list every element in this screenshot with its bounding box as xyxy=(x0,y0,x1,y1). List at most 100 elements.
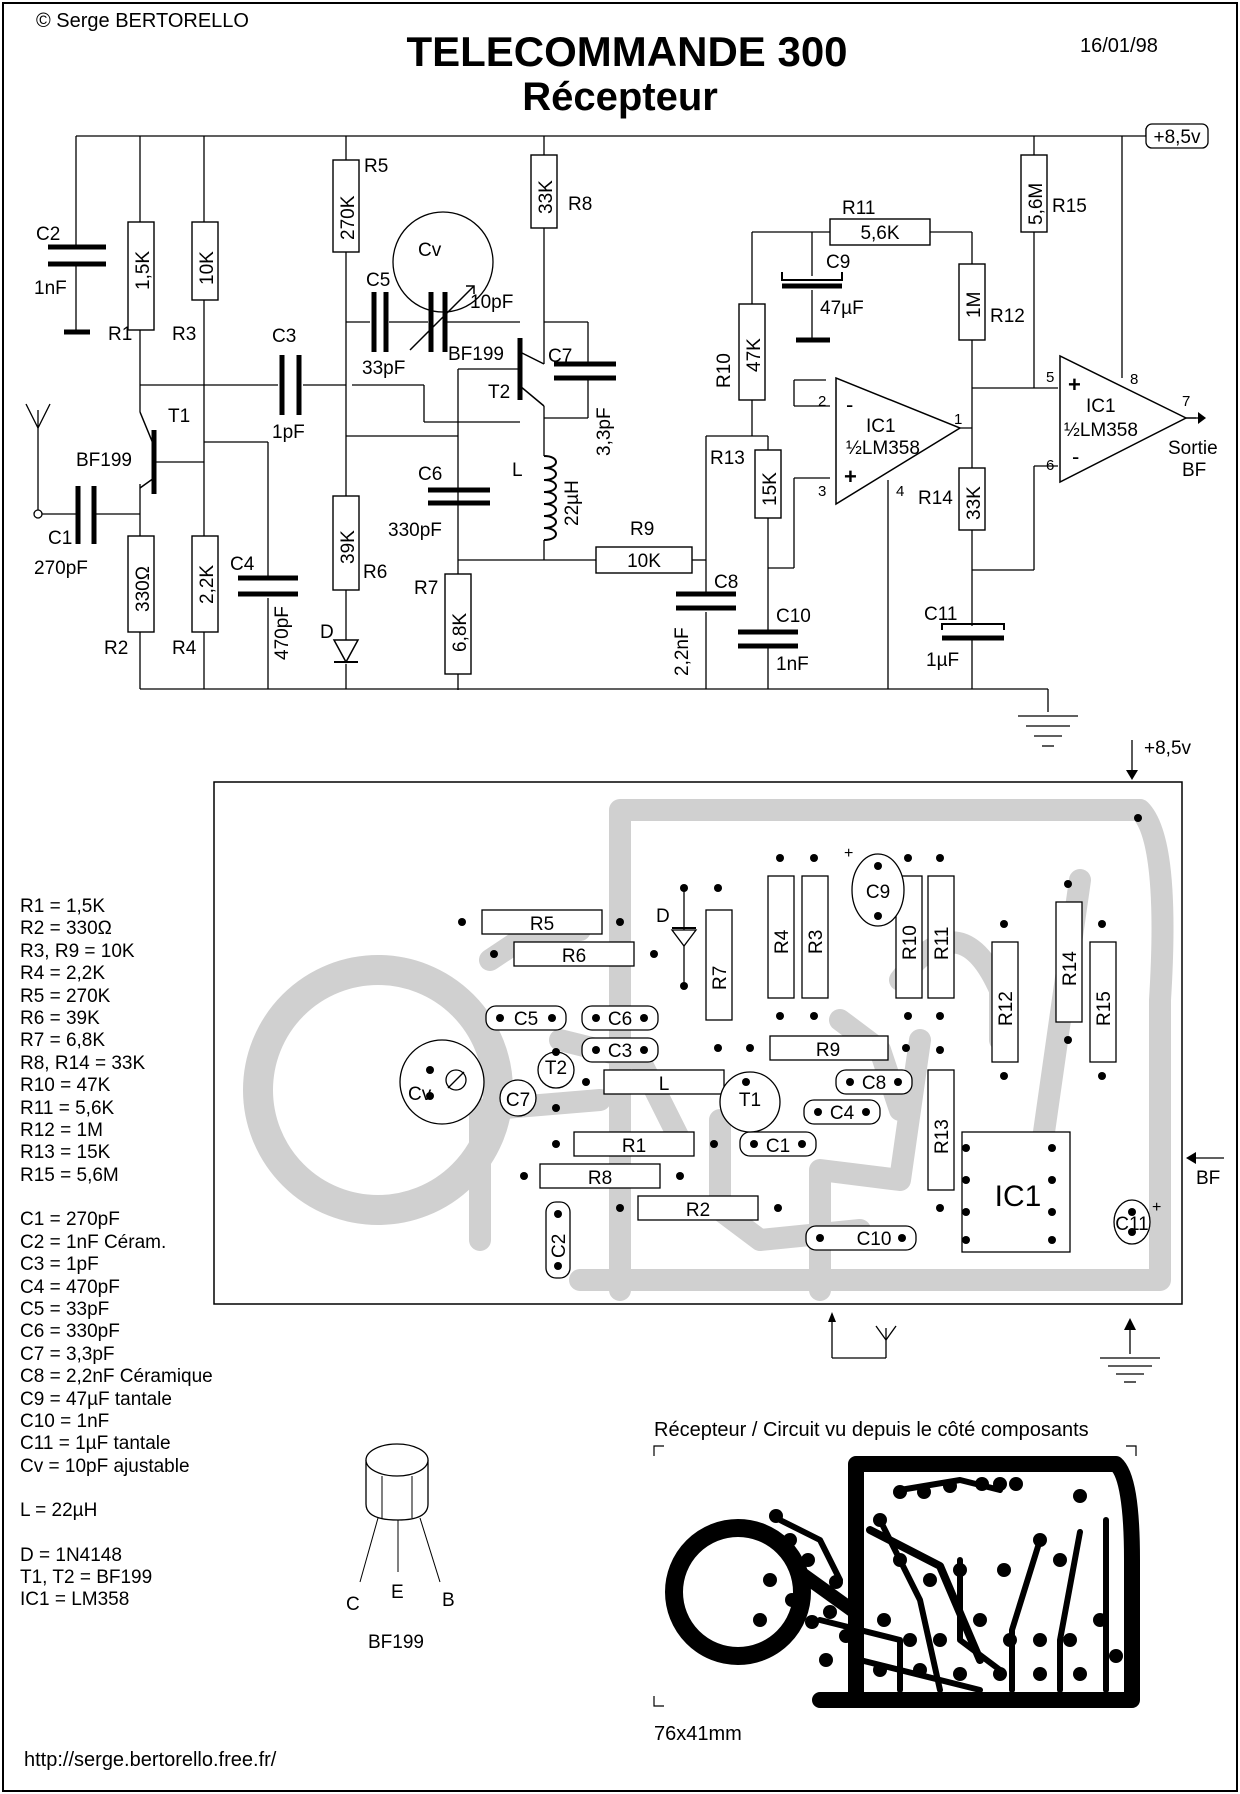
r13-value: 15K xyxy=(760,472,781,506)
parts-list-item: R4 = 2,2K xyxy=(20,963,106,985)
board-r13 xyxy=(927,1069,955,1191)
r8-ref: R8 xyxy=(568,194,592,215)
opamp-1 xyxy=(835,376,962,506)
r4-body xyxy=(191,535,219,633)
board-c9-label: C9 xyxy=(866,882,890,903)
board-r2-label: R2 xyxy=(686,1200,710,1221)
r4-ref: R4 xyxy=(172,638,197,659)
board-c9 xyxy=(851,853,905,927)
parts-list-item: R13 = 15K xyxy=(20,1142,111,1164)
board-l-label: L xyxy=(659,1074,670,1095)
pin-1: 1 xyxy=(954,411,962,428)
c2-ref: C2 xyxy=(36,224,60,245)
c2-symbol xyxy=(48,244,106,267)
parts-list: R1 = 1,5K R2 = 330Ω R3, R9 = 10K R4 = 2,… xyxy=(20,896,213,1612)
parts-list-item: R11 = 5,6K xyxy=(20,1097,115,1119)
board-c11-plus: + xyxy=(1152,1199,1161,1216)
board-r9-label: R9 xyxy=(816,1040,840,1061)
board-r8 xyxy=(539,1163,661,1189)
c9-symbol xyxy=(781,272,843,343)
parts-list-item: C2 = 1nF Céram. xyxy=(20,1231,167,1253)
c9-ref: C9 xyxy=(826,252,850,273)
r15-ref: R15 xyxy=(1052,196,1087,217)
pin-6: 6 xyxy=(1046,457,1054,474)
parts-list-item: C5 = 33pF xyxy=(20,1298,110,1320)
parts-list-item: D = 1N4148 xyxy=(20,1544,122,1566)
board-r12 xyxy=(991,941,1019,1063)
r8-body xyxy=(530,154,558,229)
opamp1-minus: - xyxy=(846,392,853,417)
l-value: 22µH xyxy=(562,480,583,526)
r10-value: 47K xyxy=(744,338,765,372)
r3-value: 10K xyxy=(197,251,218,285)
pin-numbers: 1 2 3 4 5 6 7 8 xyxy=(818,369,1190,500)
board-c11 xyxy=(1113,1199,1151,1245)
r9-value: 10K xyxy=(627,551,661,572)
parts-list-item: R1 = 1,5K xyxy=(20,896,106,917)
board-r3-label: R3 xyxy=(806,930,827,954)
board-pads xyxy=(426,814,1142,1270)
c5-value: 33pF xyxy=(362,358,405,379)
board-r11 xyxy=(927,875,955,999)
board-c5 xyxy=(485,1005,567,1031)
c4-value: 470pF xyxy=(272,606,293,660)
copper-size: 76x41mm xyxy=(654,1723,742,1745)
t2-symbol xyxy=(517,338,545,407)
board-t2-label: T2 xyxy=(545,1058,567,1079)
board-ic1 xyxy=(961,1131,1071,1253)
c10-value: 1nF xyxy=(776,654,809,675)
l-ref: L xyxy=(512,460,523,481)
board-r14 xyxy=(1055,901,1083,1023)
footer-url[interactable]: http://serge.bertorello.free.fr/ xyxy=(24,1749,277,1771)
board-r12-label: R12 xyxy=(996,991,1017,1026)
r11-body xyxy=(829,218,931,246)
opamp-2 xyxy=(1059,354,1188,484)
pin-5: 5 xyxy=(1046,369,1054,386)
board-c5-label: C5 xyxy=(514,1009,538,1030)
opamp2-type: ½LM358 xyxy=(1064,420,1138,441)
opamp2-name: IC1 xyxy=(1086,396,1116,417)
board-supply-arrow xyxy=(1126,740,1138,780)
r11-value: 5,6K xyxy=(860,223,899,244)
r14-ref: R14 xyxy=(918,488,953,509)
diode-symbol xyxy=(332,639,360,664)
opamp1-type: ½LM358 xyxy=(846,438,920,459)
board-diode xyxy=(670,888,698,986)
pin-e-label: E xyxy=(391,1582,404,1603)
out-label-2: BF xyxy=(1182,460,1206,481)
transistor-labels: T1 BF199 BF199 T2 xyxy=(76,344,510,471)
schematic-wires xyxy=(38,128,1196,712)
board-r2 xyxy=(637,1195,759,1221)
r15-body xyxy=(1020,154,1048,233)
parts-list-item: R6 = 39K xyxy=(20,1008,100,1030)
r1-body xyxy=(127,221,155,331)
board-r8-label: R8 xyxy=(588,1168,612,1189)
r7-body xyxy=(444,573,472,675)
board-c4-label: C4 xyxy=(830,1103,855,1124)
board-bf-label: BF xyxy=(1196,1168,1220,1189)
c10-ref: C10 xyxy=(776,606,811,627)
pin-4: 4 xyxy=(896,483,904,500)
board-c2 xyxy=(545,1201,571,1279)
board-bf-arrow xyxy=(1186,1152,1224,1164)
date: 16/01/98 xyxy=(1080,35,1158,57)
opamp-labels: - + IC1 ½LM358 + - IC1 ½LM358 Sortie BF xyxy=(844,372,1218,489)
parts-list-item: R2 = 330Ω xyxy=(20,918,112,940)
board-r5-label: R5 xyxy=(530,914,554,935)
board-c3-label: C3 xyxy=(608,1041,632,1062)
board-c8 xyxy=(835,1069,913,1095)
schematic-capacitors xyxy=(48,244,798,649)
pin-c-label: C xyxy=(346,1594,360,1615)
board-c11-label: C11 xyxy=(1115,1214,1148,1235)
ground-symbol xyxy=(1018,715,1078,747)
board-c1-label: C1 xyxy=(766,1136,790,1157)
page-title: TELECOMMANDE 300 xyxy=(406,28,847,75)
board-r1 xyxy=(573,1131,695,1157)
r13-ref: R13 xyxy=(710,448,745,469)
board-r13-label: R13 xyxy=(932,1119,953,1154)
copper-caption: Récepteur / Circuit vu depuis le côté co… xyxy=(654,1419,1089,1441)
board-labels: R5 R6 R1 R8 R2 R9 L D R7 R4 R3 R10 R11 R… xyxy=(408,845,1161,1258)
pin-2: 2 xyxy=(818,393,826,410)
